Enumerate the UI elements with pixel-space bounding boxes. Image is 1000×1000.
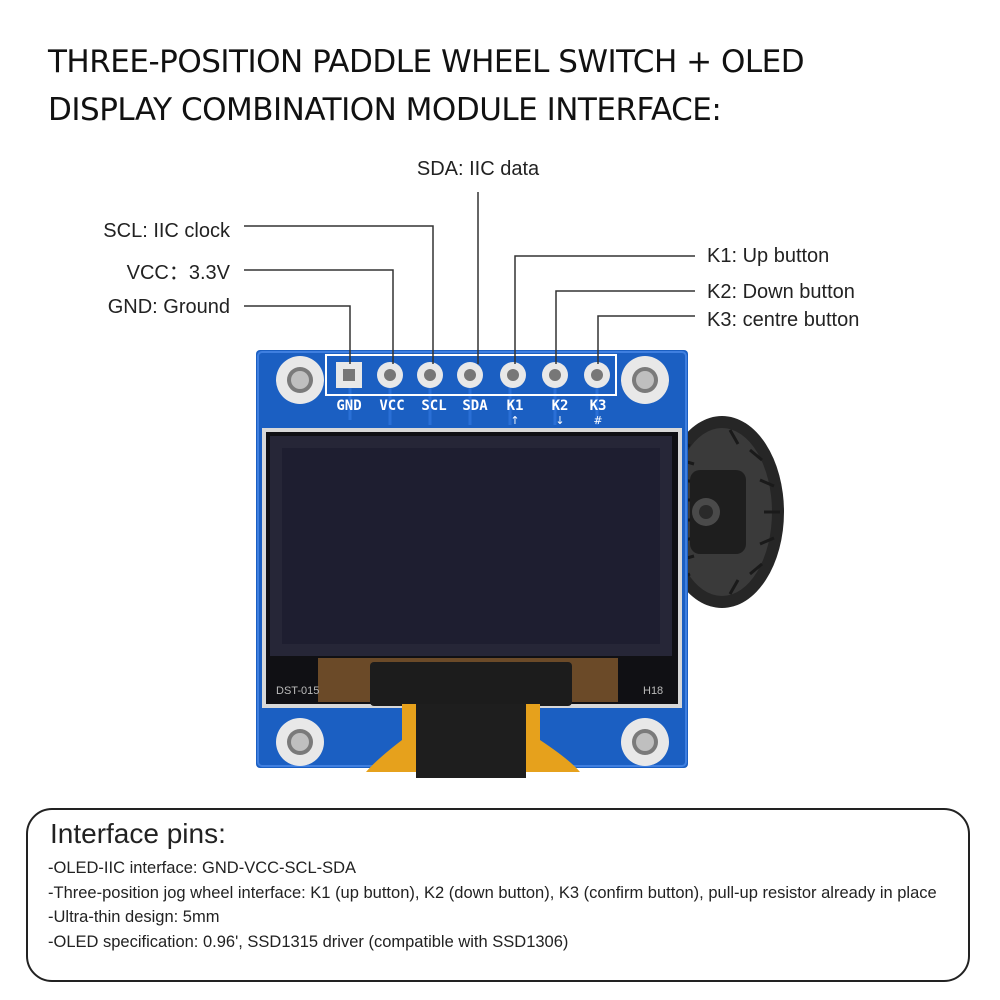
up-arrow-icon: ↑ [510, 414, 519, 427]
info-item: -Ultra-thin design: 5mm [48, 908, 220, 926]
driver-chip [370, 662, 572, 706]
leader-lines [244, 192, 695, 364]
callout-gnd: GND: Ground [108, 296, 230, 318]
callout-k2: K2: Down button [707, 281, 855, 303]
leader-k3 [597, 315, 695, 364]
pin-label-k3: K3 [590, 398, 607, 414]
leader-vcc [244, 269, 394, 364]
info-item: -OLED specification: 0.96', SSD1315 driv… [48, 932, 569, 951]
oled-display [262, 428, 682, 708]
flex-cable [366, 704, 580, 778]
callout-sda: SDA: IIC data [417, 158, 540, 180]
pin-label-sda: SDA [462, 398, 488, 414]
title-line-1: THREE-POSITION PADDLE WHEEL SWITCH + OLE… [48, 44, 805, 80]
hash-icon: # [593, 414, 602, 427]
mounting-hole-top-left [276, 356, 324, 404]
info-heading: Interface pins: [50, 818, 226, 849]
mounting-hole-bottom-left [276, 718, 324, 766]
silkscreen-model: DST-015 [276, 685, 319, 697]
pin-label-k2: K2 [552, 398, 569, 414]
mounting-hole-top-right [621, 356, 669, 404]
pin-pads [336, 362, 610, 388]
leader-k1 [514, 255, 695, 364]
callout-k3: K3: centre button [707, 309, 859, 331]
info-list: -OLED-IIC interface: GND-VCC-SCL-SDA -Th… [48, 856, 948, 954]
mounting-hole-bottom-right [621, 718, 669, 766]
down-arrow-icon: ↓ [555, 414, 564, 427]
pin-label-vcc: VCC [379, 398, 404, 414]
jog-wheel [660, 416, 784, 608]
pin-header-outline [325, 354, 617, 396]
page-title: THREE-POSITION PADDLE WHEEL SWITCH + OLE… [48, 38, 948, 134]
info-item: -Three-position jog wheel interface: K1 … [48, 883, 937, 902]
leader-scl [244, 225, 434, 364]
silkscreen-code: H18 [643, 685, 663, 697]
leader-gnd [244, 305, 351, 364]
pin-label-gnd: GND [336, 398, 361, 414]
info-item: -OLED-IIC interface: GND-VCC-SCL-SDA [48, 859, 357, 877]
leader-k2 [555, 290, 695, 364]
pad-gnd-hole [343, 369, 355, 381]
callout-k1: K1: Up button [707, 245, 829, 267]
interface-info-box: Interface pins: -OLED-IIC interface: GND… [26, 808, 970, 982]
pin-label-scl: SCL [421, 398, 446, 414]
callout-scl: SCL: IIC clock [103, 220, 231, 242]
pin-label-k1: K1 [507, 398, 524, 414]
title-line-2: DISPLAY COMBINATION MODULE INTERFACE: [48, 92, 722, 128]
callout-vcc: VCC：3.3V [127, 262, 231, 284]
